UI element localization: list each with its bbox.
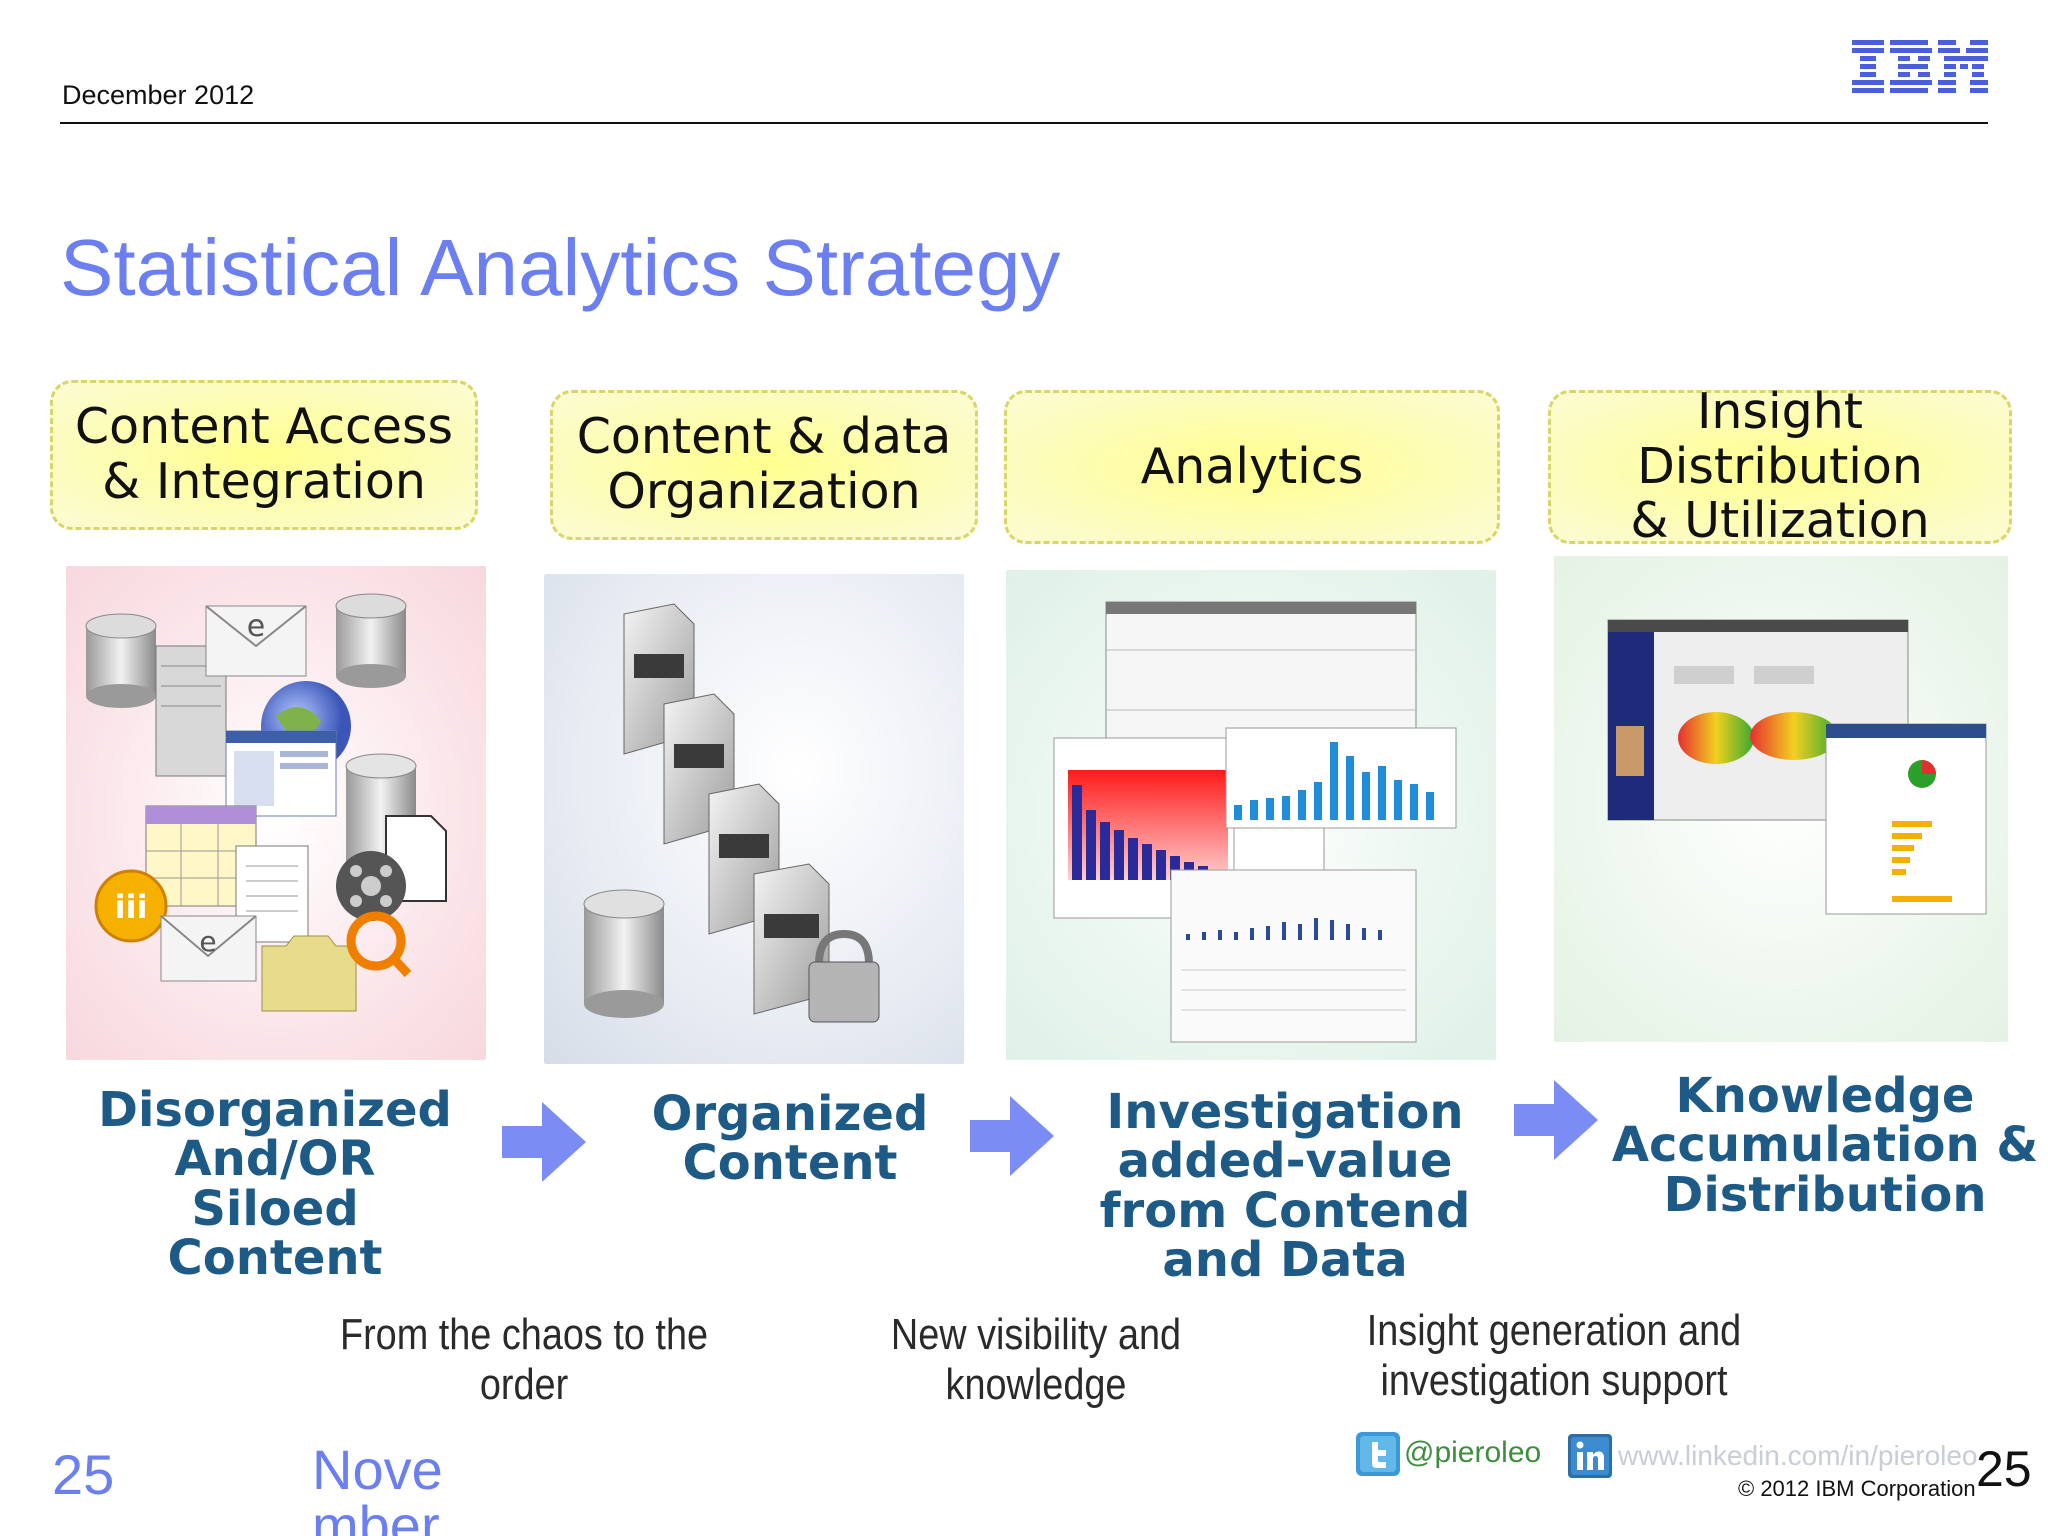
svg-text:e: e [199, 925, 216, 958]
outcome-line: Distribution [1663, 1166, 1987, 1223]
content-sources-illustration: e iii e [66, 566, 486, 1060]
organized-folders-illustration [544, 574, 964, 1064]
footer-date-fragment: Nove mber [312, 1442, 443, 1536]
page-number-right: 25 [1976, 1441, 2032, 1497]
outcome-knowledge-distribution: Knowledge Accumulation & Distribution [1600, 1068, 2048, 1223]
stage-label-content-access: Content Access& Integration [50, 380, 478, 530]
database-icon [335, 593, 407, 688]
lock-icon [808, 929, 880, 1023]
footer-date-line: Nove [312, 1438, 443, 1501]
stage-label-line: Insight Distribution [1637, 382, 1923, 495]
insight-dashboard-illustration [1554, 556, 2008, 1042]
outcome-line: Disorganized [98, 1082, 452, 1138]
note-line: order [479, 1359, 569, 1409]
outcome-organized-content: Organized Content [610, 1086, 970, 1192]
outcome-line: Content [167, 1230, 383, 1287]
note-line: investigation support [1380, 1355, 1728, 1405]
stage-label-line: Analytics [1140, 437, 1364, 495]
stage-label-line: Content & data [576, 408, 952, 466]
folder-icon [261, 935, 357, 1012]
svg-text:e: e [247, 609, 265, 644]
web-page-icon [225, 730, 337, 817]
outcome-disorganized-content: Disorganized And/OR Siloed Content [90, 1082, 460, 1287]
linkedin-url-link[interactable]: www.linkedin.com/in/pieroleo [1618, 1440, 1978, 1471]
outcome-line: and Data [1162, 1232, 1408, 1289]
film-reel-icon [336, 851, 406, 921]
page-number: 25 [52, 1443, 115, 1506]
svg-text:iii: iii [115, 888, 148, 926]
right-arrow-icon [1514, 1080, 1598, 1160]
transition-note: New visibility and knowledge [864, 1310, 1208, 1409]
ibm-logo [1852, 40, 1988, 93]
right-arrow-icon [502, 1102, 586, 1182]
transition-note: From the chaos to the order [309, 1310, 739, 1409]
note-line: knowledge [945, 1359, 1127, 1409]
stage-label-line: & Integration [102, 453, 426, 510]
analytics-reports-illustration [1006, 570, 1496, 1060]
note-line: From the chaos to the [339, 1310, 709, 1359]
outcome-line: Accumulation & [1611, 1117, 2039, 1174]
outcome-line: Organized [651, 1086, 929, 1142]
header-rule [60, 122, 1988, 124]
outcome-line: Investigation [1106, 1084, 1464, 1140]
timeline-chart-screenshot [1170, 869, 1417, 1043]
database-icon [583, 889, 665, 1018]
copyright-notice: © 2012 IBM Corporation [1738, 1476, 1976, 1501]
note-line: Insight generation and [1366, 1306, 1742, 1355]
right-arrow-icon [970, 1096, 1054, 1176]
outcome-line: from Contend [1099, 1182, 1471, 1239]
outcome-line: Content [682, 1135, 898, 1192]
stage-label-line: Content Access [74, 398, 454, 456]
outcome-line: And/OR Siloed [174, 1131, 376, 1237]
stage-label-line: Organization [607, 463, 921, 520]
summary-panel-screenshot [1825, 723, 1987, 915]
outcome-line: Knowledge [1675, 1068, 1975, 1124]
email-icon: e [205, 605, 307, 677]
email-icon: e [160, 915, 257, 982]
database-icon [85, 613, 157, 708]
slide-date: December 2012 [62, 80, 255, 110]
slide-title: Statistical Analytics Strategy [60, 223, 1061, 312]
twitter-handle-link[interactable]: @pieroleo [1404, 1436, 1542, 1469]
search-icon [346, 911, 412, 978]
footer-date-line: mber [312, 1494, 440, 1536]
stage-label-line: & Utilization [1630, 492, 1930, 550]
app-logo-icon: iii [94, 869, 168, 943]
calendar-icon [145, 805, 257, 907]
transition-note: Insight generation and investigation sup… [1339, 1306, 1769, 1405]
linkedin-icon[interactable] [1568, 1434, 1612, 1478]
twitter-icon[interactable] [1356, 1432, 1400, 1476]
stage-label-insight-distribution: Insight Distribution& Utilization [1548, 384, 2012, 548]
stage-label-analytics: Analytics [1004, 390, 1500, 544]
outcome-investigation: Investigation added-value from Contend a… [1070, 1084, 1500, 1289]
note-line: New visibility and [890, 1310, 1182, 1359]
outcome-line: added-value [1117, 1133, 1453, 1190]
